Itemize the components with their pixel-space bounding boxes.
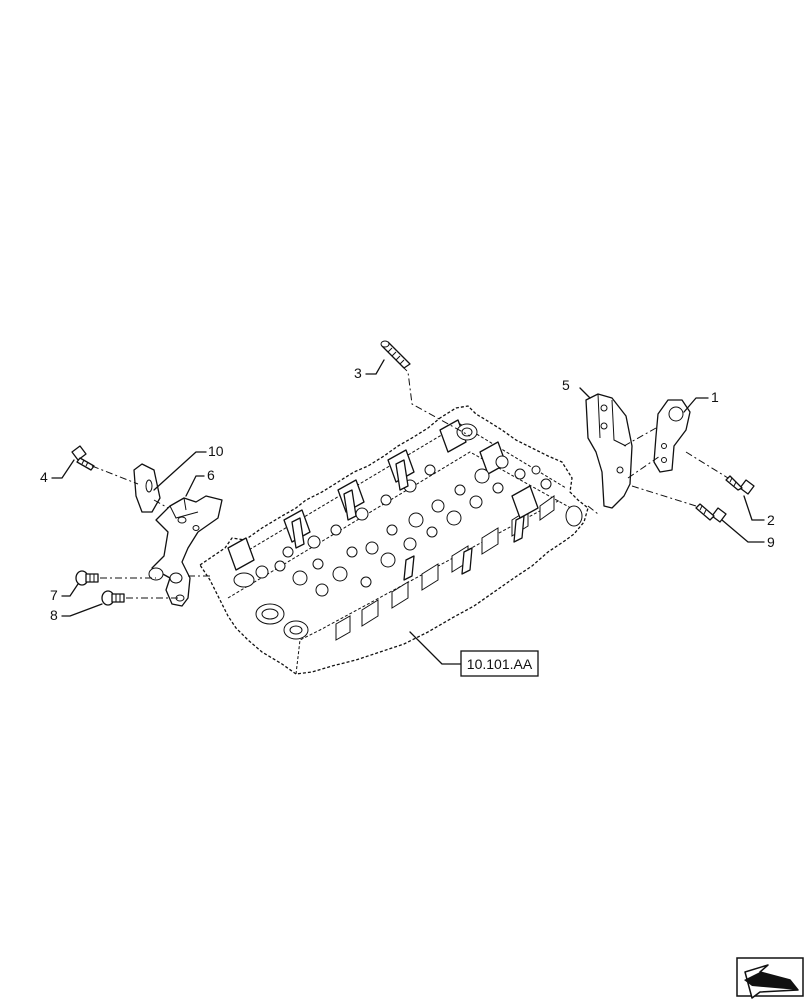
- bolt-part-4: [71, 445, 95, 471]
- lifting-eye-part-10: [133, 463, 161, 513]
- leader-lines: [51, 359, 765, 665]
- bolt-part-2: [725, 475, 755, 495]
- arrow-icon[interactable]: [736, 957, 804, 999]
- reference-label[interactable]: 10.101.AA: [467, 656, 533, 672]
- callout-2: 2: [767, 512, 775, 528]
- lifting-bracket-part-5: [585, 393, 633, 509]
- callout-4: 4: [40, 469, 48, 485]
- stud-part-3: [380, 340, 411, 369]
- callout-labels: 1 2 3 4 5 6 7 8 9 10: [40, 365, 775, 623]
- callout-10: 10: [208, 443, 224, 459]
- reference-link[interactable]: 10.101.AA: [460, 650, 539, 677]
- cylinder-head: [199, 405, 589, 675]
- callout-3: 3: [354, 365, 362, 381]
- callout-7: 7: [50, 587, 58, 603]
- bolt-part-7: [75, 570, 99, 586]
- valve-holes: [255, 455, 552, 597]
- front-face-holes: [233, 505, 583, 640]
- callout-5: 5: [562, 377, 570, 393]
- assembly-lines: [91, 365, 729, 599]
- injector-bores: [291, 459, 525, 581]
- callout-8: 8: [50, 607, 58, 623]
- callout-6: 6: [207, 467, 215, 483]
- bolt-part-9: [695, 503, 727, 523]
- callout-9: 9: [767, 534, 775, 550]
- callout-1: 1: [711, 389, 719, 405]
- bolt-part-8: [101, 590, 125, 606]
- lifting-eye-part-1: [653, 399, 691, 473]
- lifting-bracket-part-6: [148, 495, 223, 607]
